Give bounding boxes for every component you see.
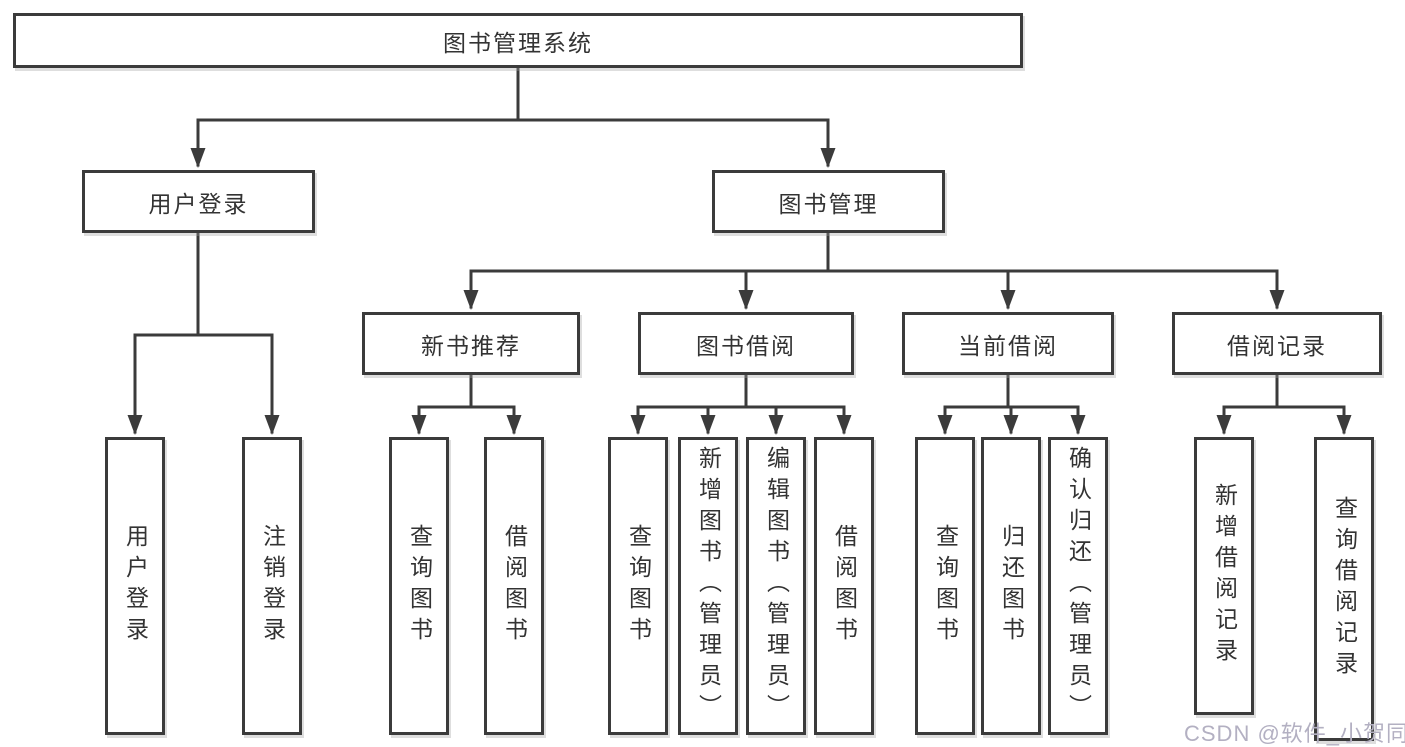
box-current-borrow-label: 当前借阅 bbox=[958, 332, 1058, 359]
leaf-edit-books-admin-label: 编辑图书（管理员） bbox=[763, 446, 790, 725]
leaf-logout: 注销登录 bbox=[242, 437, 302, 735]
box-book-management-label: 图书管理 bbox=[778, 190, 879, 217]
leaf-add-borrow-record-label: 新增借阅记录 bbox=[1211, 483, 1238, 669]
root-box-label: 图书管理系统 bbox=[443, 29, 593, 56]
leaf-logout-label: 注销登录 bbox=[259, 524, 286, 648]
box-book-borrow: 图书借阅 bbox=[638, 312, 854, 375]
leaf-return-books: 归还图书 bbox=[981, 437, 1041, 735]
leaf-add-borrow-record: 新增借阅记录 bbox=[1194, 437, 1254, 715]
leaf-query-books-current: 查询图书 bbox=[915, 437, 975, 735]
leaf-query-books-recommend: 查询图书 bbox=[389, 437, 449, 735]
leaf-add-books-admin-label: 新增图书（管理员） bbox=[695, 446, 722, 725]
leaf-query-borrow-record: 查询借阅记录 bbox=[1314, 437, 1374, 741]
leaf-borrow-books-recommend: 借阅图书 bbox=[484, 437, 544, 735]
box-new-book-recommend-label: 新书推荐 bbox=[421, 332, 521, 359]
leaf-confirm-return-admin: 确认归还（管理员） bbox=[1048, 437, 1108, 735]
box-book-management: 图书管理 bbox=[712, 170, 945, 233]
leaf-return-books-label: 归还图书 bbox=[998, 524, 1025, 648]
leaf-query-books-borrow-label: 查询图书 bbox=[625, 524, 652, 648]
box-borrow-records: 借阅记录 bbox=[1172, 312, 1382, 375]
leaf-user-login: 用户登录 bbox=[105, 437, 165, 735]
box-new-book-recommend: 新书推荐 bbox=[362, 312, 580, 375]
csdn-watermark: CSDN @软件_小贺同学 bbox=[1184, 721, 1405, 746]
leaf-add-books-admin: 新增图书（管理员） bbox=[678, 437, 738, 735]
leaf-query-books-current-label: 查询图书 bbox=[932, 524, 959, 648]
leaf-borrow-books-label: 借阅图书 bbox=[831, 524, 858, 648]
leaf-edit-books-admin: 编辑图书（管理员） bbox=[746, 437, 806, 735]
box-borrow-records-label: 借阅记录 bbox=[1227, 332, 1327, 359]
leaf-query-books-recommend-label: 查询图书 bbox=[406, 524, 433, 648]
root-box-system: 图书管理系统 bbox=[13, 13, 1023, 68]
leaf-user-login-label: 用户登录 bbox=[122, 524, 149, 648]
leaf-borrow-books: 借阅图书 bbox=[814, 437, 874, 735]
box-book-borrow-label: 图书借阅 bbox=[696, 332, 796, 359]
leaf-borrow-books-recommend-label: 借阅图书 bbox=[501, 524, 528, 648]
box-user-login-label: 用户登录 bbox=[148, 190, 249, 217]
leaf-query-books-borrow: 查询图书 bbox=[608, 437, 668, 735]
leaf-query-borrow-record-label: 查询借阅记录 bbox=[1331, 496, 1358, 682]
box-user-login: 用户登录 bbox=[82, 170, 315, 233]
leaf-confirm-return-admin-label: 确认归还（管理员） bbox=[1065, 446, 1092, 725]
box-current-borrow: 当前借阅 bbox=[902, 312, 1114, 375]
